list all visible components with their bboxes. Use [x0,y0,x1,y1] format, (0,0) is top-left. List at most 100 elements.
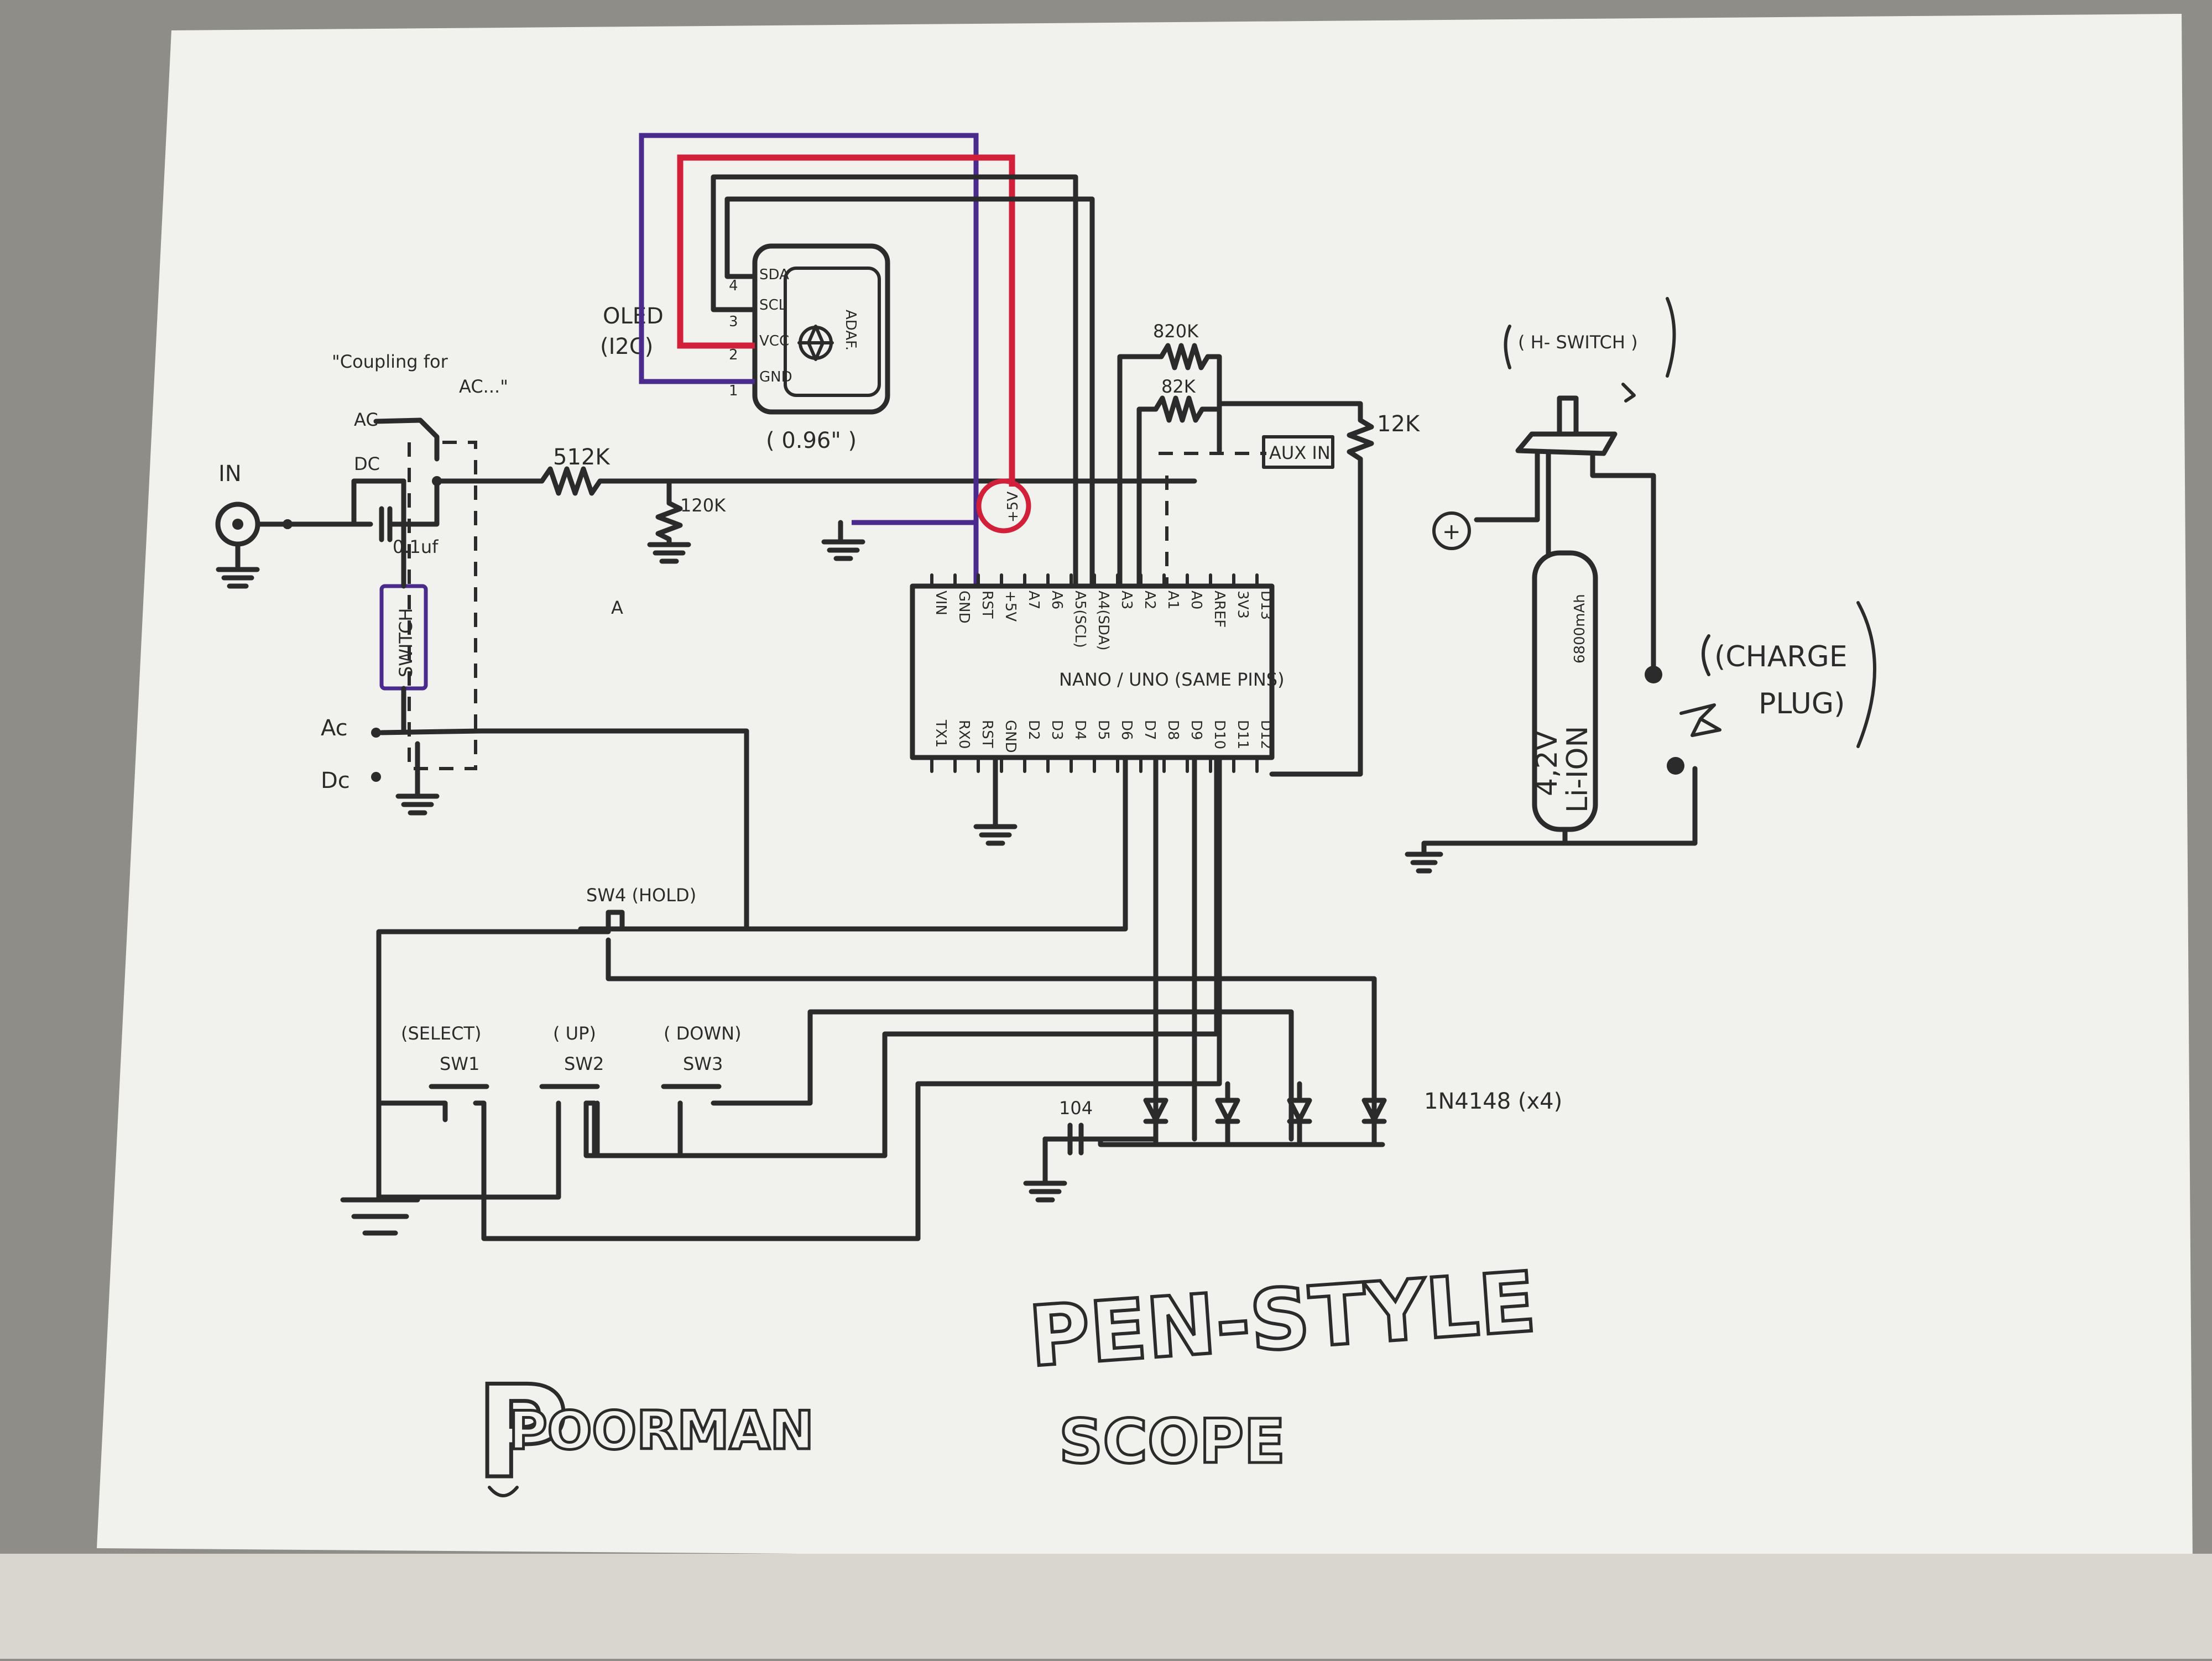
battery-plus-icon [1432,511,1471,550]
input-ground-symbol [216,541,260,589]
cap-104-label: 104 [1059,1098,1093,1119]
dc-label-2: Dc [321,768,350,793]
sw4-label: SW4 (HOLD) [586,885,696,906]
oled-scl-wire [711,174,1078,589]
input-section: IN "Coupling for AC..." AC DC 0.1uf SWIT… [215,351,1197,932]
arduino-bottom-pin-label-7: D5 [1095,720,1112,740]
v5-marker [976,478,1031,534]
sw2-role: ( UP) [553,1023,596,1044]
arduino-top-pin-label-4: A7 [1025,591,1042,609]
arduino-top-pin-label-7: A4(SDA) [1095,591,1112,650]
sw1-name: SW1 [440,1053,479,1074]
title-poorman-p: P [476,1359,569,1507]
diode-array [1143,1081,1387,1147]
smiley-icon [488,1486,519,1497]
diode-3 [1287,1081,1312,1147]
aux-in-label: AUX IN [1269,442,1331,463]
arduino-bottom-pin-label-0: TX1 [932,719,949,748]
oled-ground-symbol [821,520,865,561]
arduino-name: NANO / UNO (SAME PINS) [1059,669,1285,690]
diode-2 [1215,1081,1240,1147]
ac-dc-selector [373,417,440,462]
marker-a: A [611,597,623,618]
aux-in-box [1262,435,1334,469]
battery-ground-symbol [1405,840,1568,874]
arduino-bottom-pin-label-1: RX0 [956,720,972,749]
arduino-bottom-pin-label-5: D3 [1048,720,1065,740]
ac-label-2: Ac [321,715,348,741]
sw1-role: (SELECT) [401,1023,481,1044]
arduino-top-pin-label-11: A0 [1188,591,1204,609]
arduino-top-pin-label-0: VIN [932,591,949,615]
oled-pin-num-4: 4 [729,278,738,294]
title-scope: SCOPE [1059,1406,1285,1477]
arduino-bottom-pin-label-10: D8 [1165,720,1181,740]
arduino-bottom-pin-label-4: D2 [1025,720,1042,740]
arduino-top-pin-label-9: A2 [1141,591,1158,609]
arduino-bottom-pin-label-6: D4 [1072,720,1088,740]
r820k [1117,343,1222,589]
sw3-name: SW3 [683,1053,723,1074]
arduino-top-pin-label-6: A5(SCL) [1072,591,1088,648]
arduino-bottom-pin-label-3: GND [1002,720,1019,753]
oled-pin-num-2: 2 [729,347,738,363]
oled-pin-vcc: VCC [759,333,789,349]
oled-pin-scl: SCL [759,297,787,314]
arduino-top-pin-label-3: +5V [1002,591,1019,621]
arduino-bottom-pin-label-8: D6 [1118,720,1135,740]
sw3-role: ( DOWN) [664,1023,742,1044]
charge-contact-bottom [1667,757,1684,775]
sw4-wiring [606,755,1377,1142]
h-switch-arrow-icon [1621,383,1636,403]
h-switch-label: ( H- SWITCH ) [1518,332,1638,353]
title-poorman: POORMAN [509,1401,814,1461]
ac-label: AC [354,409,378,430]
arduino-outline [910,583,1275,760]
diodes-label: 1N4148 (x4) [1424,1089,1562,1114]
arduino-top-pin-label-5: A6 [1048,591,1065,609]
sw3 [583,1009,1294,1158]
coupling-note-line1: "Coupling for [332,351,448,372]
arduino-top-pin-label-1: GND [956,591,972,624]
oled-outline [752,243,890,415]
input-attenuator-resistors [484,466,691,564]
r820k-label: 820K [1153,321,1199,342]
v5-label: +5V [1005,492,1021,523]
oled-size: ( 0.96" ) [766,428,857,453]
oled-bus: (I2C) [600,334,653,359]
oled-pin-gnd: GND [759,369,792,385]
oled-module: ADAF. SDA SCL VCC GND 4 3 2 1 OLED (I2C)… [600,243,890,453]
battery-plus-label: + [1442,519,1461,545]
charge-arrow-icon [1679,703,1721,737]
sw1 [376,755,1222,1241]
h-switch-body [1515,431,1618,456]
charge-label-2: PLUG) [1759,687,1845,720]
cap-label: 0.1uf [393,536,439,557]
oled-name: OLED [603,304,664,329]
r12k-label: 12K [1377,411,1421,437]
oled-vcc-wire [677,154,1015,487]
power-section: ( H- SWITCH ) + 4,2V Li-ION 6800mAh (CHA… [1405,297,1876,874]
switch-label: SWITCH [395,608,416,677]
voltage-divider: AUX IN 820K 82K 12K [1117,321,1421,777]
arduino-top-pin-label-2: RST [979,591,995,619]
arduino-bottom-pin-label-12: D10 [1211,720,1228,749]
button-section: SW4 (HOLD) (SELECT) SW1 ( UP) SW2 ( DOWN… [340,755,1562,1241]
cap-104 [1042,1122,1084,1156]
arduino-top-pin-label-14: D13 [1258,591,1274,620]
arduino-bottom-pin-label-2: RST [979,720,995,748]
arduino-top-pin-label-8: A3 [1118,591,1135,609]
arduino-bottom-pin-label-14: D12 [1258,720,1274,749]
arduino-bottom-pin-label-13: D11 [1234,720,1251,749]
oled-pin-num-1: 1 [729,383,738,399]
diode-4 [1361,1081,1387,1147]
paper-sheet [97,14,2193,1565]
oled-pin-num-3: 3 [729,314,738,330]
cap-ground-symbol [1023,1136,1067,1203]
arduino-bottom-pin-label-9: D7 [1141,720,1158,740]
charge-contact-top [1645,666,1662,683]
arduino-top-pin-label-13: 3V3 [1234,591,1251,619]
table-surface [0,1554,2212,1659]
